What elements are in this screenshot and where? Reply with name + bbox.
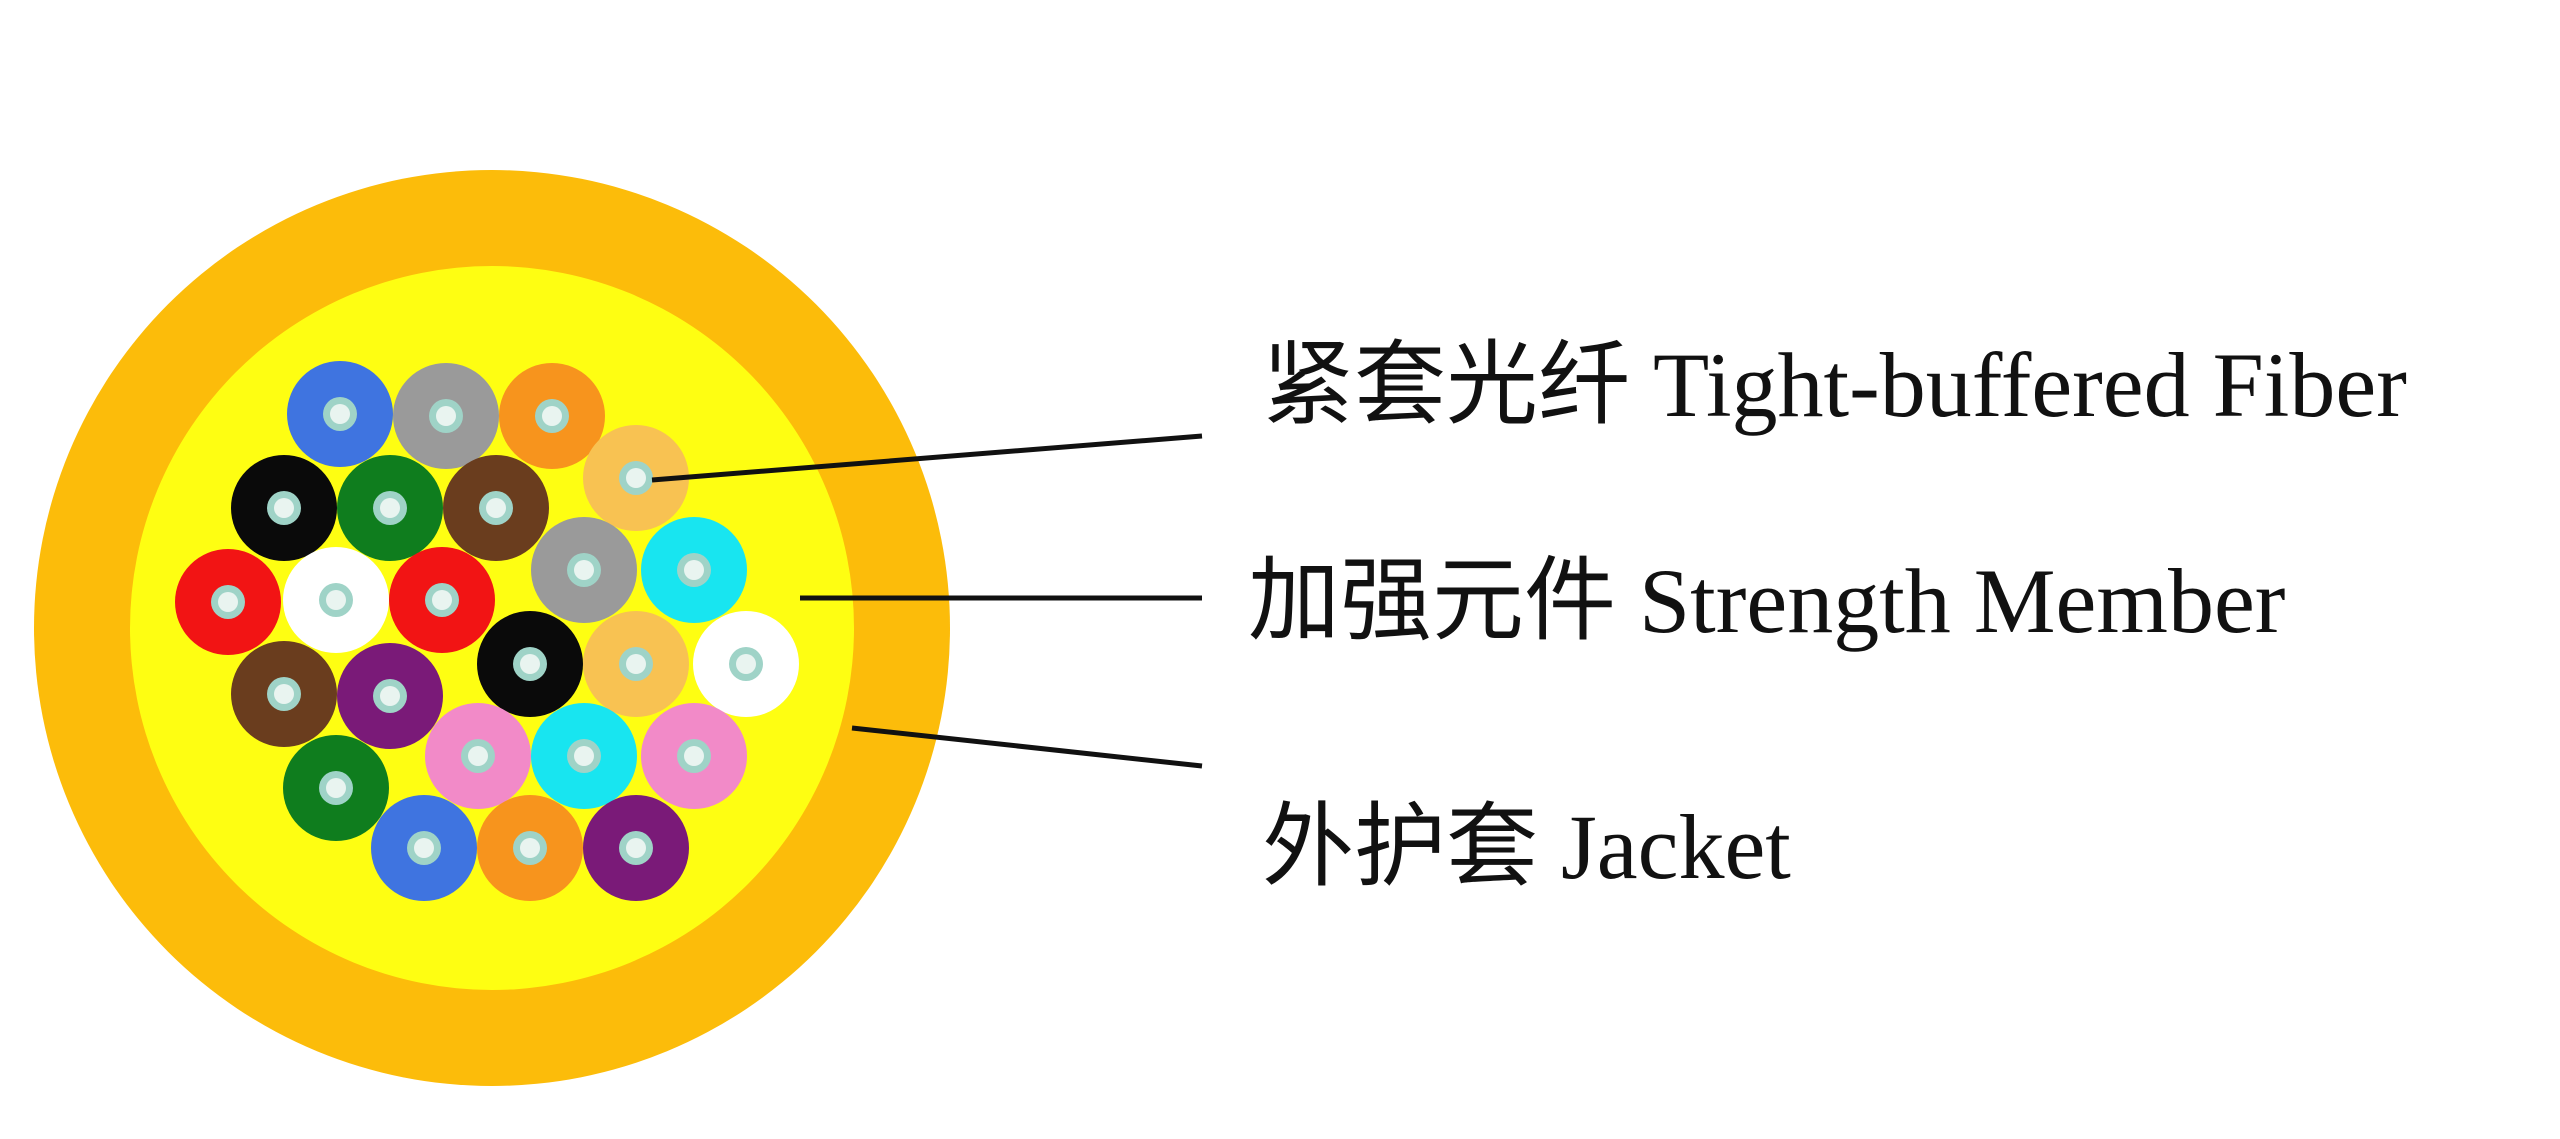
fiber-gray: [531, 517, 637, 623]
fiber-core: [326, 590, 346, 610]
fiber-green: [337, 455, 443, 561]
fiber-core: [574, 746, 594, 766]
jacket-label: 外护套 Jacket: [1262, 796, 1791, 898]
fiber-core: [432, 590, 452, 610]
cable-cross-section: [34, 170, 950, 1086]
fiber-core: [274, 684, 294, 704]
leader-lines: [651, 433, 1203, 769]
fiber-green: [283, 735, 389, 841]
fiber-orange: [477, 795, 583, 901]
fiber-brown: [443, 455, 549, 561]
fiber-core: [326, 778, 346, 798]
fiber-black: [231, 455, 337, 561]
fiber-core: [468, 746, 488, 766]
fiber-pink: [425, 703, 531, 809]
fiber-orange: [499, 363, 605, 469]
fiber-gray: [393, 363, 499, 469]
fiber-core: [574, 560, 594, 580]
labels: 紧套光纤 Tight-buffered Fiber 加强元件 Strength …: [1248, 334, 2407, 898]
fiber-white: [283, 547, 389, 653]
tight-buffered-fiber-label: 紧套光纤 Tight-buffered Fiber: [1262, 334, 2407, 436]
fiber-core: [414, 838, 434, 858]
fiber-core: [274, 498, 294, 518]
fiber-red: [389, 547, 495, 653]
fiber-blue: [371, 795, 477, 901]
fiber-core: [330, 404, 350, 424]
fiber-violet: [583, 795, 689, 901]
fiber-core: [684, 746, 704, 766]
fiber-core: [486, 498, 506, 518]
fiber-core: [626, 654, 646, 674]
fiber-white: [693, 611, 799, 717]
fiber-light-orange: [583, 611, 689, 717]
fiber-core: [626, 468, 646, 488]
fiber-violet: [337, 643, 443, 749]
fiber-light-orange: [583, 425, 689, 531]
tight-buffered-fiber-bundle: [175, 361, 799, 901]
fiber-core: [736, 654, 756, 674]
fiber-core: [218, 592, 238, 612]
fiber-pink: [641, 703, 747, 809]
fiber-core: [380, 686, 400, 706]
fiber-red: [175, 549, 281, 655]
fiber-core: [542, 406, 562, 426]
fiber-core: [684, 560, 704, 580]
fiber-black: [477, 611, 583, 717]
fiber-core: [380, 498, 400, 518]
fiber-core: [520, 838, 540, 858]
fiber-core: [626, 838, 646, 858]
fiber-cyan: [531, 703, 637, 809]
fiber-blue: [287, 361, 393, 467]
fiber-cyan: [641, 517, 747, 623]
fiber-brown: [231, 641, 337, 747]
fiber-core: [436, 406, 456, 426]
fiber-leader-line: [651, 433, 1203, 483]
fiber-core: [520, 654, 540, 674]
strength-member-label: 加强元件 Strength Member: [1248, 550, 2285, 652]
jacket-leader-line: [851, 725, 1203, 769]
